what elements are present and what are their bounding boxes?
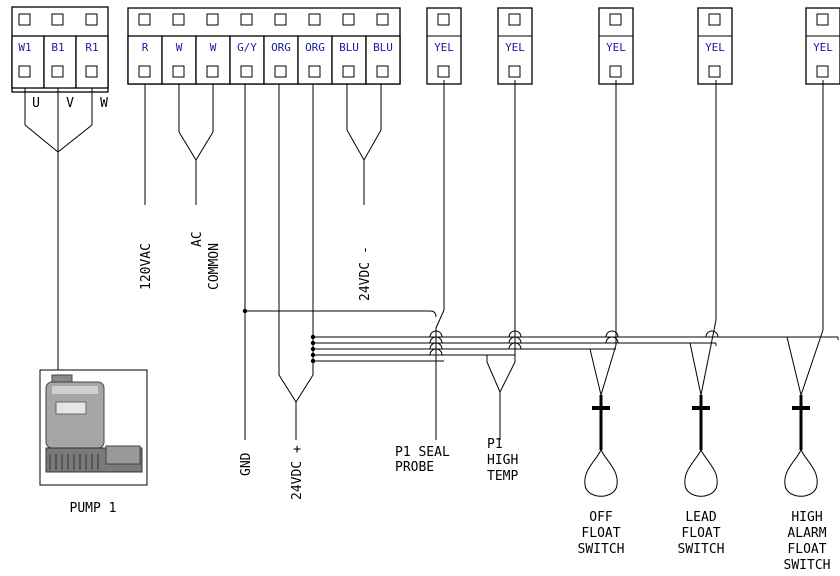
terminal-yel-3: YEL <box>606 41 626 54</box>
terminal-yel-2: YEL <box>505 41 525 54</box>
terminal-w-1: W <box>176 41 183 54</box>
main-terminal-block: R W W G/Y ORG ORG BLU BLU <box>127 7 401 85</box>
label-common: COMMON <box>207 243 222 290</box>
label-temp-2: HIGH <box>487 453 518 468</box>
phase-v-label: V <box>66 96 74 111</box>
terminal-gy: G/Y <box>237 41 257 54</box>
float-switch-icon <box>584 395 618 497</box>
label-lead-3: SWITCH <box>678 542 725 557</box>
terminal-org-1: ORG <box>271 41 291 54</box>
label-ac: AC <box>190 231 205 247</box>
label-high-2: ALARM <box>787 526 826 541</box>
terminal-w-2: W <box>210 41 217 54</box>
terminal-yel-5: YEL <box>813 41 833 54</box>
float-switch-icon <box>684 395 718 497</box>
label-off-2: FLOAT <box>581 526 620 541</box>
terminal-yel-4: YEL <box>705 41 725 54</box>
terminal-yel-1: YEL <box>434 41 454 54</box>
label-24vdc-minus: 24VDC - <box>358 246 373 301</box>
label-seal-2: PROBE <box>395 460 434 475</box>
label-off-1: OFF <box>589 510 613 525</box>
label-gnd: GND <box>239 452 254 476</box>
label-high-3: FLOAT <box>787 542 826 557</box>
terminal-blu-2: BLU <box>373 41 393 54</box>
terminal-r: R <box>142 41 149 54</box>
terminal-b1: B1 <box>51 41 64 54</box>
label-pump: PUMP 1 <box>70 501 117 516</box>
label-temp-3: TEMP <box>487 469 518 484</box>
phase-w-label: W <box>100 96 108 111</box>
sensor-wires <box>435 80 824 440</box>
motor-wires: U V W <box>24 88 108 370</box>
submersible-pump-icon <box>39 369 148 486</box>
terminal-w1: W1 <box>18 41 31 54</box>
phase-u-label: U <box>32 96 40 111</box>
terminal-blu-1: BLU <box>339 41 359 54</box>
bus-lines <box>242 308 839 364</box>
label-lead-2: FLOAT <box>681 526 720 541</box>
label-lead-1: LEAD <box>685 510 716 525</box>
motor-terminal-block: W1 B1 R1 <box>11 6 109 93</box>
label-high-1: HIGH <box>791 510 822 525</box>
terminal-org-2: ORG <box>305 41 325 54</box>
label-temp-1: P1 <box>487 437 503 452</box>
label-120vac: 120VAC <box>139 243 154 290</box>
terminal-r1: R1 <box>85 41 98 54</box>
main-terminal-cell <box>365 35 401 85</box>
float-switch-icon <box>784 395 818 497</box>
label-high-4: SWITCH <box>784 558 831 573</box>
sensor-terminal-blocks: YEL YEL YEL YEL YEL <box>426 7 840 85</box>
power-wires <box>144 84 382 440</box>
label-off-3: SWITCH <box>578 542 625 557</box>
labels: 120VAC AC COMMON 24VDC - GND 24VDC + PUM… <box>70 231 831 573</box>
label-seal-1: P1 SEAL <box>395 445 450 460</box>
label-24vdc-plus: 24VDC + <box>290 445 305 500</box>
